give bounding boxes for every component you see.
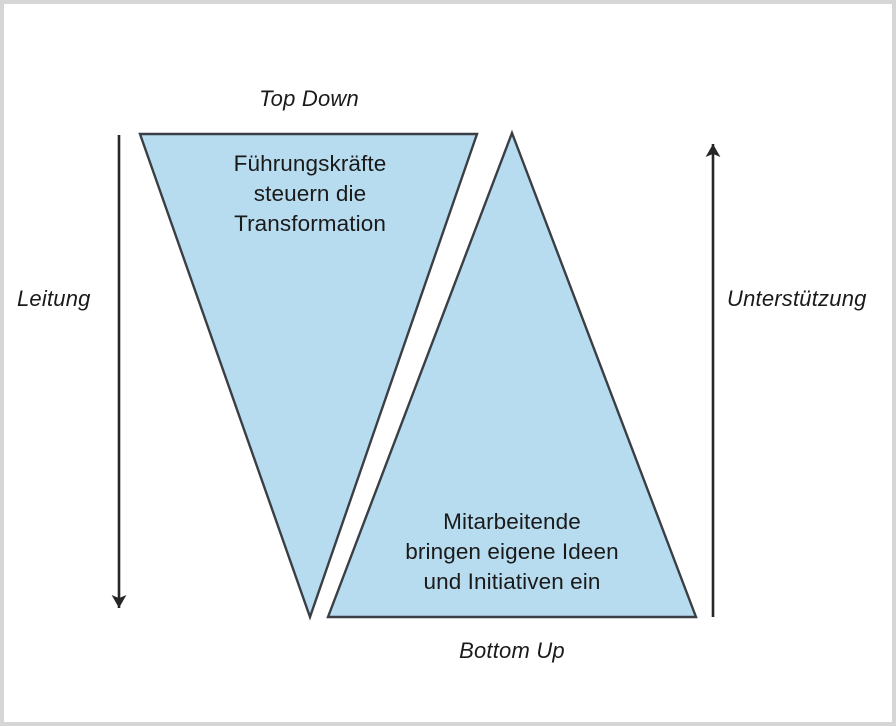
diagram-graphics xyxy=(111,129,721,621)
leitung-label: Leitung xyxy=(17,286,91,311)
top-down-label: Top Down xyxy=(259,86,359,111)
upward-triangle-shape xyxy=(326,129,698,619)
upward-triangle-label: Mitarbeitende bringen eigene Ideen und I… xyxy=(405,509,619,594)
bottom-up-label: Bottom Up xyxy=(459,638,565,663)
downward-triangle-shape xyxy=(138,132,479,621)
downward-triangle-label: Führungskräfte steuern die Transformatio… xyxy=(233,151,387,236)
unterstuetzung-label: Unterstützung xyxy=(727,286,867,311)
